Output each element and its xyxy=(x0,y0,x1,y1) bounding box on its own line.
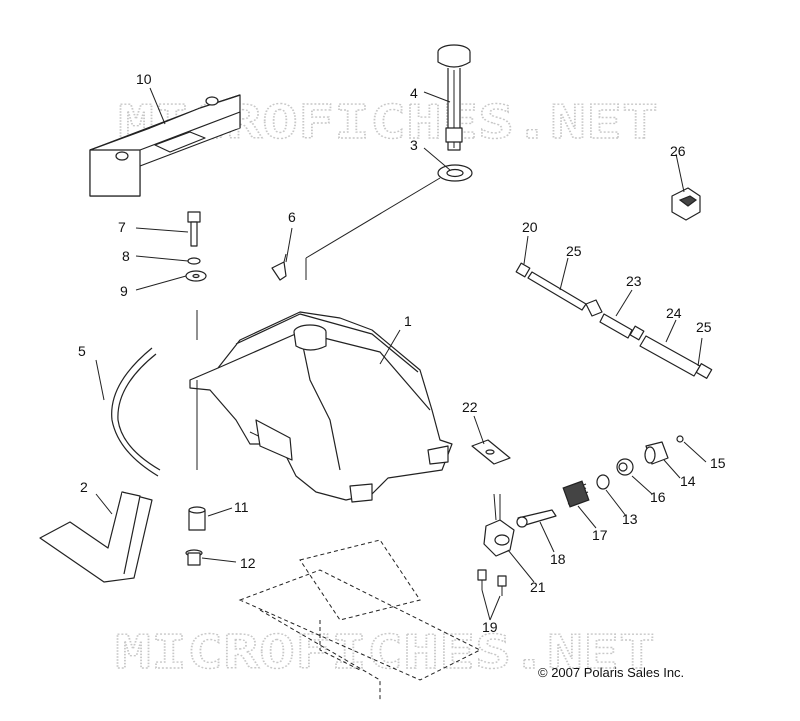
callout-23: 23 xyxy=(626,273,642,289)
part-20-hose-clamp xyxy=(515,262,531,278)
callout-25-lower: 25 xyxy=(696,319,712,335)
part-13-washer xyxy=(596,474,610,490)
part-24-vent-hose-lower xyxy=(639,335,701,377)
callout-20: 20 xyxy=(522,219,538,235)
callout-1: 1 xyxy=(404,313,412,329)
part-12-grommet xyxy=(185,549,203,566)
part-22-pad xyxy=(471,439,511,465)
part-25-hose-clamp-lower xyxy=(695,363,713,379)
callout-5: 5 xyxy=(78,343,86,359)
callout-17: 17 xyxy=(592,527,608,543)
callout-24: 24 xyxy=(666,305,682,321)
part-15-screw xyxy=(676,435,684,443)
part-26-clip xyxy=(671,187,701,221)
part-18-valve-shaft xyxy=(516,509,557,528)
copyright-notice: © 2007 Polaris Sales Inc. xyxy=(538,665,684,680)
part-14-knob xyxy=(644,441,669,465)
callout-21: 21 xyxy=(530,579,546,595)
callout-25-upper: 25 xyxy=(566,243,582,259)
part-16-bushing xyxy=(616,458,634,476)
part-8-lock-washer xyxy=(187,257,201,265)
callout-15: 15 xyxy=(710,455,726,471)
part-25-vent-hose-upper xyxy=(527,271,587,311)
part-6-vent-fitting xyxy=(271,253,287,281)
callout-16: 16 xyxy=(650,489,666,505)
frame-phantom xyxy=(238,539,482,700)
callout-18: 18 xyxy=(550,551,566,567)
part-7-bolt xyxy=(187,211,201,247)
part-17-spring xyxy=(562,480,590,508)
part-5-hose xyxy=(111,347,161,477)
callout-6: 6 xyxy=(288,209,296,225)
callout-9: 9 xyxy=(120,283,128,299)
callout-10: 10 xyxy=(136,71,152,87)
callout-8: 8 xyxy=(122,248,130,264)
watermark-bottom: MICROFICHES.NET xyxy=(115,625,655,679)
part-2-pad-strip xyxy=(39,491,153,583)
part-19-screws xyxy=(477,569,507,596)
callout-3: 3 xyxy=(410,137,418,153)
part-9-washer xyxy=(185,270,207,282)
callout-4: 4 xyxy=(410,85,418,101)
callout-14: 14 xyxy=(680,473,696,489)
part-23-check-valve xyxy=(585,299,645,341)
callout-19: 19 xyxy=(482,619,498,635)
callout-22: 22 xyxy=(462,399,478,415)
callout-26: 26 xyxy=(670,143,686,159)
callout-7: 7 xyxy=(118,219,126,235)
callout-13: 13 xyxy=(622,511,638,527)
part-4-fuel-cap-gauge xyxy=(437,44,471,151)
part-21-fuel-valve xyxy=(483,493,515,557)
part-11-spacer xyxy=(188,506,206,531)
callout-11: 11 xyxy=(234,499,249,515)
callout-2: 2 xyxy=(80,479,88,495)
leader-lines xyxy=(95,87,707,621)
part-3-cap-gasket xyxy=(437,164,473,182)
callout-12: 12 xyxy=(240,555,256,571)
part-10-bracket-block xyxy=(89,94,241,197)
assembly-lines xyxy=(196,177,441,470)
part-1-fuel-tank xyxy=(189,311,453,503)
callouts: 10 4 3 26 6 7 8 9 1 5 20 25 23 24 25 22 … xyxy=(78,71,726,635)
